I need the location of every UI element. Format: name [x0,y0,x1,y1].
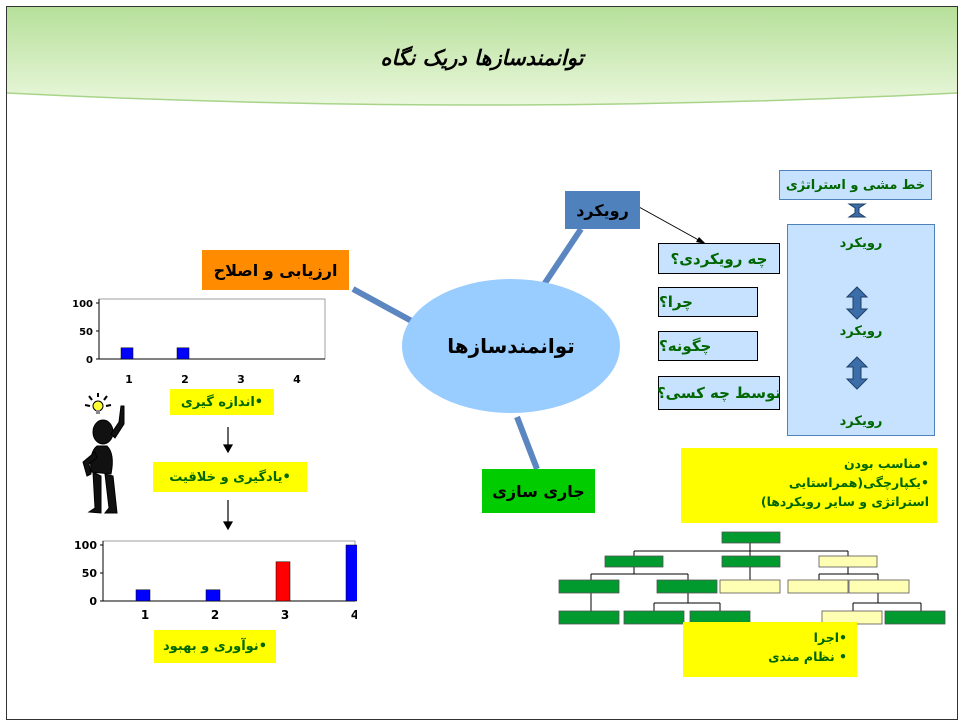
y-tick-label: 0 [89,595,97,608]
arrow-down-icon [222,444,234,454]
org-node [656,579,718,594]
title-band [7,7,957,106]
x-tick-label: 3 [281,608,289,622]
bar [120,347,134,360]
slide-frame: توانمندسازها دریک نگاه توانمندسازها ارزی… [6,6,958,720]
double-arrow-icon [845,356,869,390]
x-tick-label: 3 [237,373,245,386]
double-arrow-icon [847,203,867,218]
chart-measurement: 0 50 100 1 2 3 4 [72,298,326,386]
org-node [604,555,664,568]
x-tick-label: 1 [141,608,149,622]
x-tick-label: 2 [181,373,189,386]
arrow-down-icon [222,521,234,531]
slide-title: توانمندسازها دریک نگاه [380,45,584,70]
y-tick-label: 100 [72,299,93,310]
plot-area [98,298,326,360]
x-tick-label: 4 [293,373,301,386]
step-learning: •یادگیری و خلاقیت [153,462,307,492]
stack-item: رویکرد [839,235,883,251]
approach-box: رویکرد [565,191,640,229]
question-what: چه رویکردی؟ [658,243,780,274]
org-node [558,610,620,625]
center-ellipse: توانمندسازها [402,279,620,413]
double-arrow-icon [845,286,869,320]
question-who: توسط چه کسی؟ [657,376,781,410]
org-chart [558,531,946,625]
deployment-criteria-box: •اجرا • نظام مندی [683,622,857,677]
bar [345,544,357,602]
deployment-box: جاری سازی [482,469,595,513]
center-label: توانمندسازها [447,334,575,358]
step-improvement: •نوآوری و بهبود [154,630,276,663]
org-node [818,555,878,568]
y-tick-label: 0 [86,355,93,366]
stack-item: رویکرد [839,413,883,429]
x-tick-label: 2 [211,608,219,622]
assessment-box: ارزیابی و اصلاح [202,250,349,290]
step-arrows [222,427,234,531]
org-node [848,579,910,594]
policy-box: خط مشی و استراتژی [779,170,932,200]
org-node [884,610,946,625]
y-tick-label: 100 [74,539,97,552]
y-tick-label: 50 [79,327,93,338]
bar [176,347,190,360]
approach-stack-panel [787,224,935,436]
question-why: چرا؟ [658,287,758,317]
bar [135,589,151,602]
x-tick-label: 1 [125,373,133,386]
org-node [721,531,781,544]
step-measurement: •اندازه گیری [170,389,274,415]
x-tick-label: 4 [351,608,357,622]
double-arrows [845,203,869,390]
org-node [787,579,849,594]
thinking-person-icon [82,393,125,514]
org-node [623,610,685,625]
bar [275,561,291,602]
chart-improvement: 0 50 100 1 2 3 4 [74,539,357,622]
criteria-box: •مناسب بودن •یکپارچگی(همراستایی استراتژی… [681,448,937,523]
org-node [558,579,620,594]
org-node [721,555,781,568]
stack-item: رویکرد [839,323,883,339]
org-node [719,579,781,594]
bar [205,589,221,602]
y-tick-label: 50 [82,567,98,580]
question-how: چگونه؟ [658,331,758,361]
